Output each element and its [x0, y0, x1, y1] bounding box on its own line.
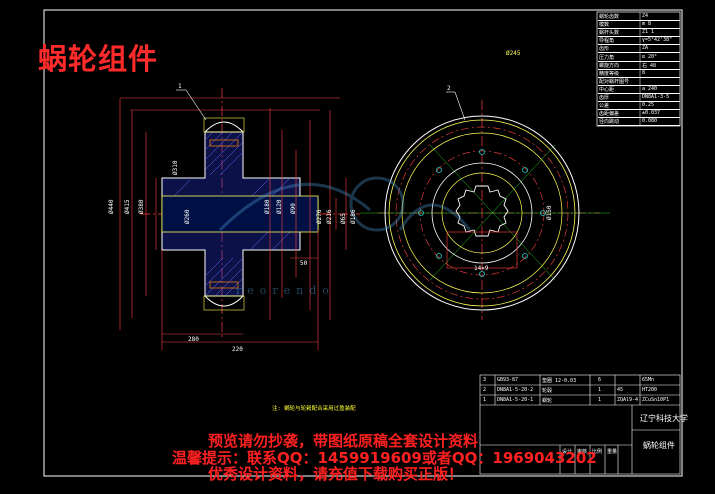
param-row: 齿形 ZA	[598, 44, 680, 54]
param-value: 右 48	[642, 62, 657, 69]
title-block-cell-2: 比例	[592, 449, 603, 455]
bom-cell-note: ZCuSn10P1	[642, 397, 670, 403]
bom-cell-qty: 1	[598, 387, 602, 393]
bom-cell-note: HT200	[642, 387, 658, 393]
param-row: 螺旋方向 右 48	[598, 61, 680, 70]
bom-cell-name: 轮毂	[542, 388, 553, 394]
param-value: Z4	[642, 13, 649, 19]
dim-d6: Ø180	[264, 199, 271, 214]
title-block-cell-3: 重量	[607, 449, 618, 455]
param-row: 蜗轮齿数 Z4	[598, 12, 680, 21]
bom-cell-mat: ZQAl9-4	[617, 397, 639, 403]
dim-r2: Ø216	[326, 209, 333, 224]
param-key: 蜗杆头数	[599, 30, 620, 37]
bom-cell-mat: 45	[617, 387, 624, 393]
dim-w2: 220	[232, 346, 243, 353]
dim-rim: Ø245	[506, 50, 521, 57]
bom-cell-code: DN8A1-5-20-1	[497, 397, 534, 403]
drawing-border	[43, 9, 683, 477]
dim-d3: Ø380	[138, 199, 145, 214]
watermark-line-3: 优秀设计资料，请充值下载购买正版！	[208, 465, 464, 483]
title-block-drawing-name: 蜗轮组件	[643, 441, 675, 450]
param-key: 蜗轮齿数	[599, 14, 620, 20]
param-key: 齿距偏差	[599, 111, 620, 118]
bom-cell-qty: 6	[598, 377, 602, 383]
param-value: γ=5°42'38"	[642, 37, 673, 44]
dim-r1: Ø276	[316, 209, 323, 224]
bom-cell-no: 2	[483, 387, 487, 393]
watermark-line-1: 预览请勿抄袭，带图纸原稿全套设计资料	[208, 432, 479, 450]
title-block-school: 辽宁科技大学	[640, 414, 688, 423]
dim-r4: Ø150	[546, 205, 553, 220]
param-key: 中心距	[599, 86, 615, 93]
param-key: 公差	[599, 103, 610, 110]
param-row: 模数 m 8	[598, 20, 680, 30]
param-key: 模数	[599, 22, 610, 29]
dim-w1: 280	[188, 336, 199, 343]
param-row: 蜗杆头数 Z1 1	[598, 28, 680, 38]
part-ref-1: 1	[178, 83, 182, 90]
bom-cell-qty: 1	[598, 397, 602, 403]
param-value: 0.080	[642, 118, 658, 125]
dim-key: 14×9	[474, 265, 489, 272]
param-row: 径向跳动 0.080	[598, 117, 680, 127]
param-value: 0.25	[642, 102, 655, 109]
dim-d4: Ø310	[172, 160, 179, 175]
param-row: 中心距 a 240	[598, 85, 680, 94]
param-value: α 20°	[642, 53, 658, 60]
bom-cell-name: 蜗轮	[542, 398, 553, 404]
param-row: 齿厚 DN8A1-3-5	[598, 93, 680, 102]
watermark-line-2: 温馨提示：联系QQ：1459919609或者QQ：1969043202	[172, 449, 597, 467]
section-view	[119, 88, 360, 350]
param-key: 导程角	[599, 38, 615, 45]
dim-d8: Ø90	[290, 203, 297, 214]
param-value: a 240	[642, 85, 658, 92]
param-key: 螺旋方向	[599, 62, 620, 69]
param-value: Z1 1	[642, 29, 655, 36]
dim-d1: Ø440	[108, 199, 115, 214]
param-row: 导程角 γ=5°42'38"	[598, 36, 680, 46]
param-value: DN8A1-3-5	[642, 94, 670, 100]
dim-d7: Ø120	[276, 199, 283, 214]
param-key: 配对蜗杆图号	[599, 78, 630, 85]
param-row: 配对蜗杆图号	[598, 77, 680, 86]
param-row: 精度等级 8	[598, 69, 680, 78]
bom-cell-code: DN8A1-5-20-2	[497, 387, 534, 393]
param-key: 压力角	[599, 54, 615, 61]
title-block-cell-1: 审核	[577, 449, 588, 455]
bom-cell-no: 3	[483, 377, 487, 383]
dim-r3: Ø186	[350, 209, 357, 224]
param-value: m 8	[642, 21, 652, 28]
bom-cell-code: GB93-87	[497, 377, 519, 383]
watermark-logo-icon	[218, 176, 472, 232]
dim-d9: Ø65	[340, 213, 347, 224]
param-key: 齿厚	[599, 95, 610, 101]
part-ref-2: 2	[447, 85, 451, 92]
param-key: 径向跳动	[599, 119, 620, 126]
param-value: ZA	[642, 45, 649, 52]
param-key: 精度等级	[599, 70, 620, 77]
param-key: 齿形	[599, 46, 610, 53]
bom-cell-no: 1	[483, 397, 487, 403]
param-value: ±0.037	[642, 110, 661, 117]
dim-d5: Ø260	[184, 209, 191, 224]
watermark-logo-text: reorendo	[236, 284, 335, 297]
param-row: 公差 0.25	[598, 101, 680, 111]
drawing-note: 注: 蜗轮与轮毂配合采用过盈装配	[272, 406, 356, 412]
param-row: 齿距偏差 ±0.037	[598, 109, 680, 119]
page-title: 蜗轮组件	[38, 42, 159, 76]
dim-w3: 50	[300, 260, 308, 267]
title-block-frame	[479, 374, 681, 475]
dim-d2: Ø415	[124, 199, 131, 214]
bom-cell-name: 垫圈 12-0.03	[542, 378, 577, 384]
bom-cell-note: 65Mn	[642, 377, 655, 383]
front-view	[360, 91, 610, 320]
title-block-cell-0: 设计	[562, 449, 573, 455]
param-value: 8	[642, 69, 646, 76]
param-row: 压力角 α 20°	[598, 53, 680, 62]
